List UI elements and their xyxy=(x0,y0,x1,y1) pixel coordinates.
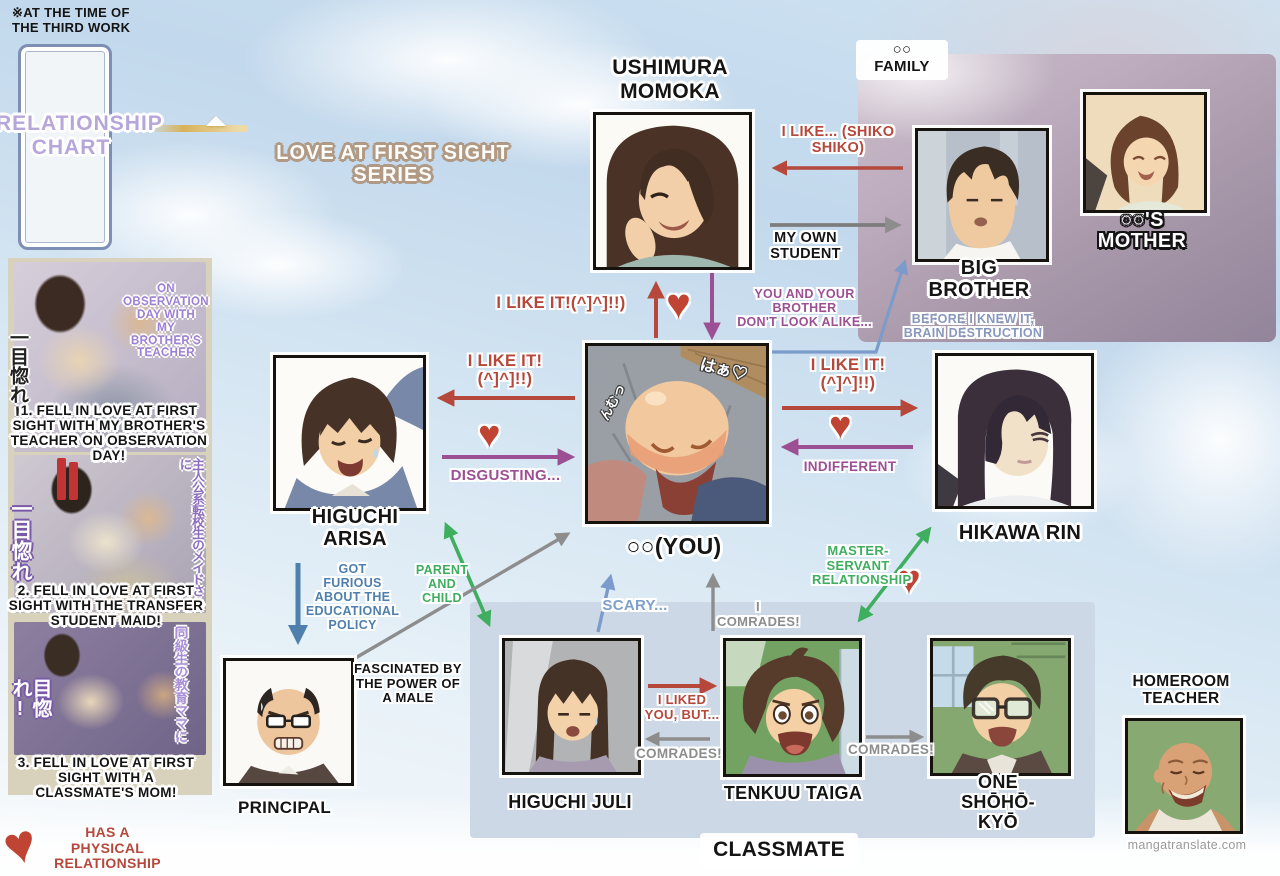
name-momoka: USHIMURA MOMOKA xyxy=(612,56,728,103)
rel-my-student: MY OWN STUDENT xyxy=(770,230,841,263)
rel-not-alike: YOU AND YOUR BROTHER DON'T LOOK ALIKE... xyxy=(737,287,872,329)
watermark: mangatranslate.com xyxy=(1127,838,1247,852)
cover-3 xyxy=(14,622,206,755)
name-homeroom: HOMEROOM TEACHER xyxy=(1132,673,1230,708)
classmate-label-box xyxy=(700,833,858,867)
classmate-label: CLASSMATE xyxy=(713,838,845,861)
rel-scary: SCARY... xyxy=(602,597,668,614)
heart-you-arisa: ♥ xyxy=(478,414,501,456)
comet-line xyxy=(148,125,248,132)
portrait-momoka xyxy=(593,112,752,270)
rel-shiko: I LIKE... (SHIKO SHIKO) xyxy=(781,124,895,157)
portrait-arisa xyxy=(273,355,426,511)
portrait-principal xyxy=(223,658,354,786)
rel-like-up: I LIKE IT!(^]^]!!) xyxy=(496,294,626,312)
family-label-box xyxy=(856,40,948,80)
heart-you-rin: ♥ xyxy=(829,405,852,447)
rel-fascinated: FASCINATED BY THE POWER OF A MALE xyxy=(354,661,462,706)
rel-liked-you: I LIKED YOU, BUT... xyxy=(644,692,720,722)
name-principal: PRINCIPAL xyxy=(237,798,332,817)
name-juli: HIGUCHI JULI xyxy=(508,792,632,812)
portrait-big-brother xyxy=(915,128,1049,262)
momoka-illustration xyxy=(596,115,749,267)
rin-illustration xyxy=(938,356,1091,506)
rel-i-comrades: I COMRADES! xyxy=(717,599,800,629)
rel-comrades-back: COMRADES! xyxy=(636,746,722,761)
caption-2: 2. FELL IN LOVE AT FIRST SIGHT WITH THE … xyxy=(8,583,204,629)
rel-edu: GOT FURIOUS ABOUT THE EDUCATIONAL POLICY xyxy=(305,562,400,632)
legend-text: HAS A PHYSICAL RELATIONSHIP xyxy=(54,824,161,872)
rel-comrades-one: COMRADES! xyxy=(848,742,934,757)
you-illustration xyxy=(588,346,766,521)
name-one: ONE SHŌHŌ- KYŌ xyxy=(961,772,1035,833)
page-title: RELATIONSHIP CHART xyxy=(0,112,163,159)
series-banner: LOVE AT FIRST SIGHT SERIES xyxy=(276,142,510,187)
family-label: ○○ FAMILY xyxy=(874,41,930,75)
cover-3-vertical-right: 同級生の教育ママに xyxy=(173,626,188,743)
portrait-rin xyxy=(935,353,1094,509)
cover-3-vertical-left: 目惚れ! xyxy=(9,678,51,720)
cover-1 xyxy=(14,262,206,452)
portrait-mother xyxy=(1083,92,1207,213)
juli-illustration xyxy=(505,641,638,772)
caption-3: 3. FELL IN LOVE AT FIRST SIGHT WITH A CL… xyxy=(17,755,195,801)
rel-like-right: I LIKE IT! (^]^]!!) xyxy=(810,356,886,393)
rel-indifferent: INDIFFERENT xyxy=(803,459,897,474)
name-arisa: HIGUCHI ARISA xyxy=(311,506,399,551)
cover-2-badge xyxy=(69,462,78,500)
principal-illustration xyxy=(226,661,351,783)
name-taiga: TENKUU TAIGA xyxy=(723,783,863,803)
name-big-brother: BIG BROTHER xyxy=(928,257,1030,302)
cover-2-vertical-left: 一目惚れ! xyxy=(9,498,32,605)
portrait-you xyxy=(585,343,769,524)
mother-illustration xyxy=(1086,95,1204,210)
taiga-illustration xyxy=(726,641,859,774)
rel-master-servant: MASTER- SERVANT RELATIONSHIP xyxy=(812,543,912,588)
cover-1-overlay: ON OBSERVATION DAY WITH MY BROTHER'S TEA… xyxy=(123,283,209,360)
rel-disgusting: DISGUSTING... xyxy=(450,467,561,484)
portrait-homeroom xyxy=(1125,718,1243,834)
cover-1-vertical-text: 一目惚れ! xyxy=(7,328,28,425)
big-brother-illustration xyxy=(918,131,1046,259)
portrait-juli xyxy=(502,638,641,775)
homeroom-illustration xyxy=(1128,721,1240,831)
rel-like-left: I LIKE IT! (^]^]!!) xyxy=(467,352,543,389)
rel-parent-child: PARENT AND CHILD xyxy=(415,563,469,605)
name-rin: HIKAWA RIN xyxy=(958,522,1082,544)
caption-1: 1. FELL IN LOVE AT FIRST SIGHT WITH MY B… xyxy=(10,403,208,464)
cover-2-vertical-right: 主人公系転校生のメイドさんに xyxy=(177,458,205,608)
portrait-taiga xyxy=(723,638,862,777)
portrait-one xyxy=(930,638,1071,776)
name-you: ○○(YOU) xyxy=(626,533,722,559)
rel-brain: BEFORE I KNEW IT, BRAIN DESTRUCTION xyxy=(903,312,1043,340)
arisa-illustration xyxy=(276,358,423,508)
title-panel xyxy=(18,44,112,250)
name-mother: ○○'S MOTHER xyxy=(1097,209,1187,252)
note-at-the-time: ※AT THE TIME OF THE THIRD WORK xyxy=(12,5,131,35)
heart-you-momoka: ♥ xyxy=(666,280,691,327)
cover-2-badge xyxy=(57,458,66,500)
one-illustration xyxy=(933,641,1068,773)
cover-2 xyxy=(14,455,206,613)
